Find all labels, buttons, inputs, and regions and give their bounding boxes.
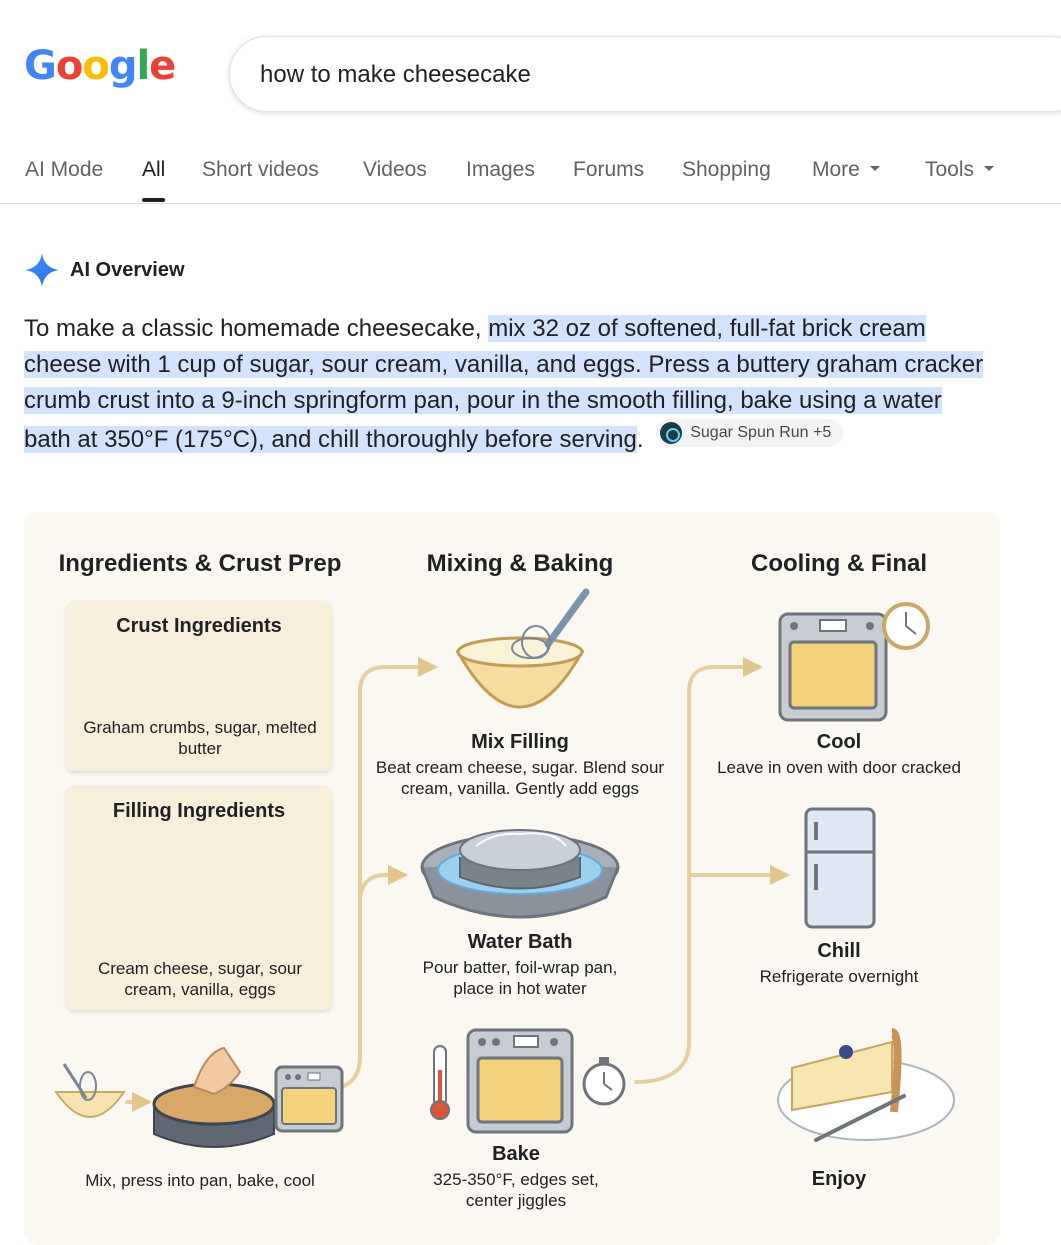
ai-overview-title: AI Overview bbox=[70, 258, 185, 281]
ai-overview-header: AI Overview bbox=[24, 252, 185, 288]
step-title: Enjoy bbox=[811, 1168, 867, 1190]
logo-letter: g bbox=[108, 43, 138, 89]
springform-pan-icon bbox=[152, 1046, 276, 1148]
tab-label: Short videos bbox=[202, 158, 319, 181]
logo-letter: e bbox=[149, 43, 176, 89]
tab-label: More bbox=[812, 158, 860, 181]
oven-icon bbox=[778, 612, 888, 722]
search-box[interactable] bbox=[229, 36, 1061, 112]
source-label: Sugar Spun Run +5 bbox=[690, 424, 832, 441]
step-text: Leave in oven with door cracked bbox=[717, 758, 961, 777]
tab-tools[interactable]: Tools bbox=[925, 158, 995, 182]
tab-label: Images bbox=[466, 158, 535, 181]
fridge-icon bbox=[804, 807, 876, 929]
step-text: Pour batter, foil-wrap pan, place in hot… bbox=[422, 958, 618, 998]
logo-letter: l bbox=[136, 43, 150, 89]
tab-label: AI Mode bbox=[25, 158, 104, 181]
column-title: Cooling & Final bbox=[751, 550, 927, 577]
tab-all[interactable]: All bbox=[142, 158, 166, 202]
logo-letter: o bbox=[82, 43, 110, 89]
tab-short-videos[interactable]: Short videos bbox=[202, 158, 319, 182]
summary-end: . bbox=[636, 426, 644, 453]
search-tabs: AI Mode All Short videos Videos Images F… bbox=[0, 150, 1061, 204]
step-text: 325-350°F, edges set, center jiggles bbox=[433, 1170, 599, 1210]
google-logo[interactable]: Google bbox=[24, 43, 176, 89]
tab-ai-mode[interactable]: AI Mode bbox=[25, 158, 103, 182]
tab-more[interactable]: More bbox=[812, 158, 880, 182]
step-title: Cool bbox=[816, 731, 862, 753]
clock-icon bbox=[882, 602, 930, 650]
card-title: Filling Ingredients bbox=[112, 800, 286, 822]
logo-letter: o bbox=[55, 43, 84, 89]
step-title: Mix Filling bbox=[471, 731, 569, 753]
tab-label: Shopping bbox=[682, 158, 771, 181]
tab-images[interactable]: Images bbox=[466, 158, 535, 182]
thermometer-icon bbox=[430, 1045, 450, 1120]
column-title: Ingredients & Crust Prep bbox=[58, 550, 342, 577]
step-title: Water Bath bbox=[467, 931, 573, 953]
tab-videos[interactable]: Videos bbox=[363, 158, 427, 182]
chevron-down-icon bbox=[869, 165, 880, 171]
ai-sparkle-icon bbox=[25, 253, 59, 287]
whisk-bowl-icon bbox=[455, 588, 590, 709]
chevron-down-icon bbox=[984, 165, 995, 171]
tab-label: All bbox=[142, 158, 166, 181]
recipe-infographic[interactable]: Ingredients & Crust Prep Mixing & Baking… bbox=[24, 512, 1000, 1245]
tab-forums[interactable]: Forums bbox=[573, 158, 644, 182]
whisk-bowl-icon bbox=[54, 1063, 126, 1118]
step-text: Refrigerate overnight bbox=[759, 967, 919, 986]
crust-card-text: Graham crumbs, sugar, melted butter bbox=[83, 718, 317, 758]
tab-label: Tools bbox=[925, 158, 975, 181]
tab-label: Videos bbox=[363, 158, 427, 181]
springform-pan-icon bbox=[420, 829, 620, 919]
flow-arrows bbox=[125, 657, 790, 1114]
tab-shopping[interactable]: Shopping bbox=[682, 158, 771, 182]
cheesecake-slice-icon bbox=[777, 1028, 955, 1142]
source-favicon-icon bbox=[660, 422, 683, 444]
source-chip[interactable]: Sugar Spun Run +5 bbox=[656, 419, 844, 447]
crust-ingredients-card: Crust Ingredients bbox=[66, 601, 332, 771]
timer-icon bbox=[582, 1057, 626, 1106]
summary-intro: To make a classic homemade cheesecake, bbox=[24, 315, 489, 342]
logo-letter: G bbox=[24, 43, 57, 89]
card-title: Crust Ingredients bbox=[116, 615, 282, 637]
crust-step-text: Mix, press into pan, bake, cool bbox=[85, 1171, 315, 1190]
oven-icon bbox=[274, 1065, 344, 1133]
oven-icon bbox=[466, 1028, 574, 1134]
step-title: Chill bbox=[817, 940, 861, 962]
step-title: Bake bbox=[492, 1143, 540, 1165]
column-title: Mixing & Baking bbox=[426, 550, 614, 577]
ai-overview-summary: To make a classic homemade cheesecake, m… bbox=[24, 311, 984, 458]
filling-card-text: Cream cheese, sugar, sour cream, vanilla… bbox=[97, 959, 303, 999]
filling-ingredients-card: Filling Ingredients bbox=[66, 786, 332, 1010]
tab-label: Forums bbox=[573, 158, 645, 181]
search-input[interactable] bbox=[260, 59, 1020, 91]
step-text: Beat cream cheese, sugar. Blend sour cre… bbox=[375, 758, 665, 798]
